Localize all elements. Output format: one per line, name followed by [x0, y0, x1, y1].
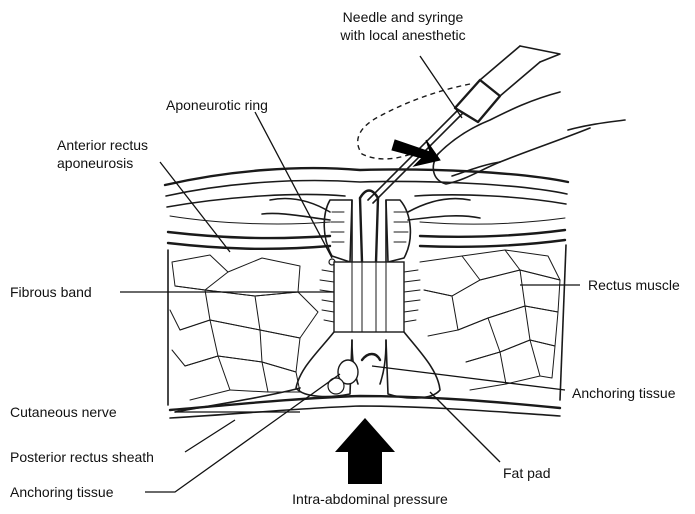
- label-anterior-rectus-aponeurosis: Anterior rectus aponeurosis: [57, 136, 148, 172]
- label-fibrous-band: Fibrous band: [10, 283, 92, 301]
- nerve-branches-top: [262, 199, 480, 221]
- label-fat-pad: Fat pad: [503, 464, 550, 482]
- syringe-and-hand: [358, 46, 625, 203]
- label-rectus-muscle: Rectus muscle: [588, 276, 680, 294]
- pressure-arrow: [335, 418, 395, 484]
- label-intra-abdominal-pressure: Intra-abdominal pressure: [270, 490, 470, 508]
- label-cutaneous-nerve: Cutaneous nerve: [10, 403, 117, 421]
- label-anchoring-tissue-right: Anchoring tissue: [572, 384, 676, 402]
- aponeurotic-ring-structure: [324, 191, 410, 266]
- label-needle-syringe: Needle and syringe with local anesthetic: [318, 8, 488, 44]
- label-anchoring-tissue-left: Anchoring tissue: [10, 483, 114, 501]
- label-aponeurotic-ring: Aponeurotic ring: [166, 96, 268, 114]
- anterior-rectus-aponeurosis-layer: [168, 216, 565, 249]
- fibrous-band: [320, 262, 420, 332]
- label-posterior-rectus-sheath: Posterior rectus sheath: [10, 448, 154, 466]
- fat-pad: [296, 332, 440, 398]
- posterior-rectus-sheath: [170, 388, 560, 418]
- skin-layers: [165, 168, 568, 207]
